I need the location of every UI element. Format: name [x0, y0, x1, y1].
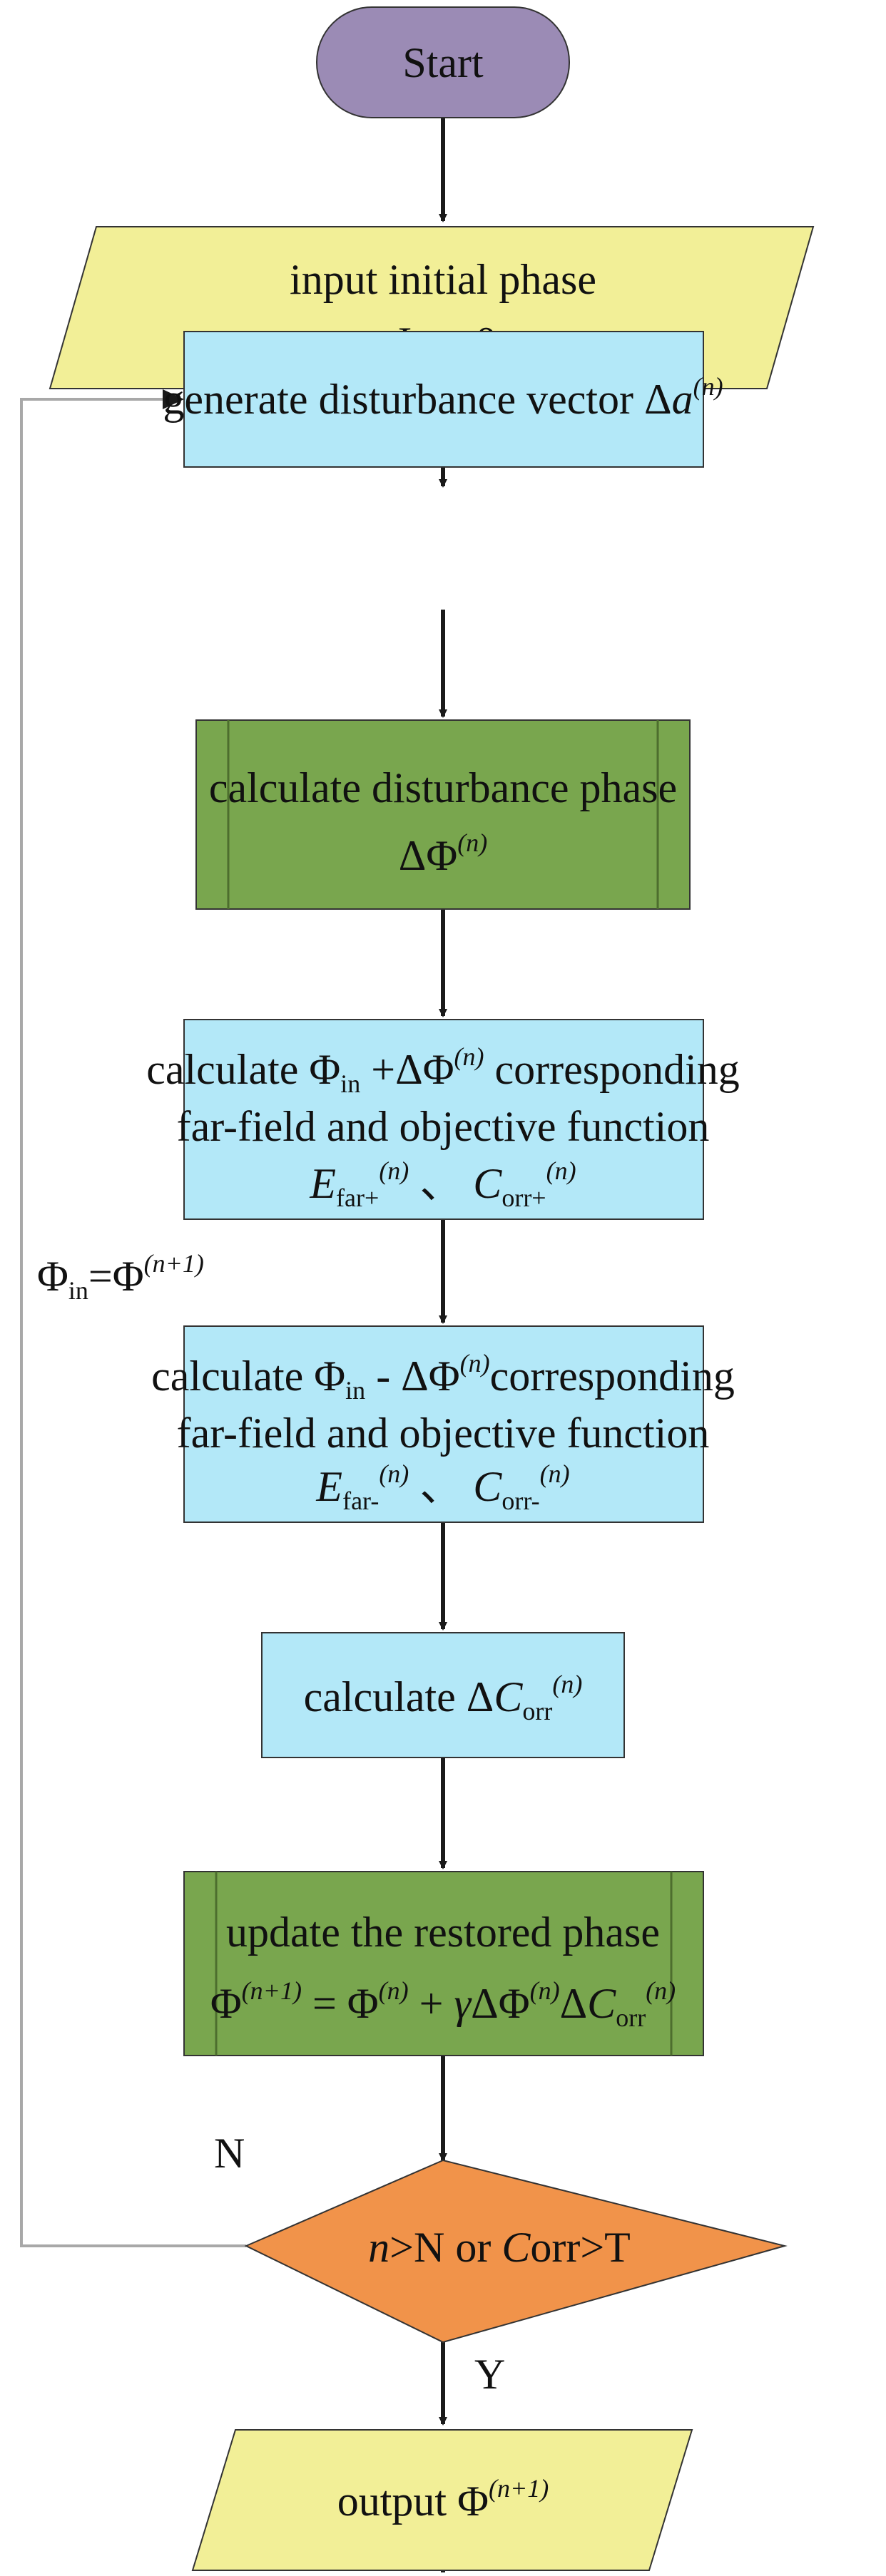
- calc-plus-e-sub: far+: [336, 1184, 379, 1212]
- update-a: Φ: [210, 1980, 242, 2027]
- update-d: ΔΦ: [471, 1980, 529, 2027]
- feedback-loop: [20, 398, 246, 2247]
- calc-dc-var: C: [494, 1673, 523, 1720]
- feedback-sub: in: [68, 1276, 88, 1305]
- decision-a: >N or: [389, 2224, 501, 2271]
- update-b: = Φ: [302, 1980, 379, 2027]
- decision-b: orr>T: [530, 2224, 630, 2271]
- generate-var: a: [672, 376, 693, 423]
- calc-minus-e-sup: (n): [379, 1459, 409, 1488]
- generate-node: generate disturbance vector Δa(n): [163, 331, 723, 468]
- generate-text: generate disturbance vector Δa(n): [163, 372, 723, 423]
- decision-n: n: [368, 2224, 389, 2271]
- update-line2: Φ(n+1) = Φ(n) + γΔΦ(n)ΔCorr(n): [210, 1976, 676, 2032]
- update-e: Δ: [560, 1980, 588, 2027]
- calc-minus-shape: [183, 1325, 704, 1523]
- calc-plus-l1-sub: in: [340, 1069, 360, 1098]
- update-f: C: [587, 1980, 616, 2027]
- calc-dc-label: calculate Δ: [304, 1673, 494, 1720]
- output-shape: [191, 2429, 693, 2571]
- update-c: +: [409, 1980, 454, 2027]
- update-a-sup: (n+1): [242, 1976, 302, 2005]
- calc-minus-line1: calculate Φin - ΔΦ(n)corresponding: [151, 1349, 735, 1405]
- decision-text: n>N or Corr>T: [368, 2224, 631, 2271]
- start-shape: [316, 6, 570, 118]
- calc-phase-line2: ΔΦ(n): [399, 828, 487, 879]
- calc-phase-node: calculate disturbance phase ΔΦ(n): [195, 719, 691, 910]
- calc-plus-sep: 、: [409, 1160, 473, 1207]
- feedback-phi: Φ: [37, 1253, 68, 1300]
- calc-dc-sub: orr: [522, 1697, 552, 1725]
- calc-dc-node: calculate ΔCorr(n): [261, 1632, 625, 1758]
- calc-dc-shape: [261, 1632, 625, 1758]
- output-text: output Φ(n+1): [337, 2474, 549, 2525]
- calc-minus-c-sub: orr-: [501, 1487, 539, 1515]
- calc-minus-e: E: [315, 1463, 342, 1510]
- calc-plus-l1a: calculate Φ: [146, 1046, 340, 1093]
- calc-plus-e-sup: (n): [379, 1156, 409, 1185]
- calc-plus-l1b: +ΔΦ: [360, 1046, 454, 1093]
- calc-plus-node: calculate Φin +ΔΦ(n) corresponding far-f…: [146, 1019, 740, 1220]
- update-d-sup: (n): [530, 1976, 560, 2005]
- calc-plus-e: E: [309, 1160, 336, 1207]
- calc-minus-c: C: [473, 1463, 502, 1510]
- update-node: update the restored phase Φ(n+1) = Φ(n) …: [183, 1871, 704, 2056]
- calc-plus-shape: [183, 1019, 704, 1220]
- calc-phase-base: ΔΦ: [399, 832, 457, 879]
- calc-minus-c-sup: (n): [540, 1459, 570, 1488]
- calc-plus-c-sup: (n): [546, 1156, 576, 1185]
- feedback-line: [20, 398, 246, 2247]
- input-line1: input initial phase: [290, 256, 596, 303]
- calc-plus-line1: calculate Φin +ΔΦ(n) corresponding: [146, 1042, 740, 1098]
- output-node: output Φ(n+1): [191, 2429, 693, 2571]
- calc-minus-l1a: calculate Φ: [151, 1353, 345, 1400]
- calc-plus-c: C: [473, 1160, 502, 1207]
- generate-panel: [183, 331, 704, 468]
- calc-plus-line3: Efar+(n) 、 Corr+(n): [309, 1156, 576, 1212]
- update-f-sup: (n): [646, 1976, 676, 2005]
- calc-dc-text: calculate ΔCorr(n): [304, 1670, 583, 1725]
- update-b-sup: (n): [379, 1976, 409, 2005]
- calc-minus-line3: Efar-(n) 、 Corr-(n): [315, 1459, 569, 1515]
- start-label: Start: [402, 39, 484, 86]
- update-shape: [183, 1871, 704, 2056]
- calc-plus-line2: far-field and objective function: [177, 1103, 710, 1150]
- feedback-label: Φin=Φ(n+1): [37, 1249, 204, 1305]
- calc-phase-sup: (n): [457, 828, 487, 857]
- feedback-sup: (n+1): [144, 1249, 204, 1278]
- calc-minus-node: calculate Φin - ΔΦ(n)corresponding far-f…: [151, 1325, 735, 1523]
- no-label: N: [214, 2130, 245, 2177]
- output-sup: (n+1): [489, 2474, 549, 2503]
- calc-minus-l1-sub: in: [345, 1376, 365, 1405]
- start-node: Start: [316, 6, 570, 118]
- calc-minus-line2: far-field and objective function: [177, 1410, 710, 1457]
- feedback-arrowhead: [163, 389, 184, 409]
- update-line1: update the restored phase: [226, 1909, 660, 1956]
- calc-minus-l1-sup: (n): [460, 1349, 490, 1377]
- calc-plus-c-sub: orr+: [501, 1184, 546, 1212]
- calc-minus-l1b: - ΔΦ: [365, 1353, 459, 1400]
- calc-plus-l1-sup: (n): [454, 1042, 484, 1071]
- update-gamma: γ: [454, 1980, 472, 2027]
- decision-node: n>N or Corr>T: [244, 2159, 788, 2344]
- calc-phase-line1: calculate disturbance phase: [209, 764, 677, 811]
- output-label: output Φ: [337, 2478, 489, 2525]
- decision-c: C: [501, 2224, 531, 2271]
- yes-label: Y: [474, 2351, 505, 2398]
- calc-minus-sep: 、: [409, 1463, 473, 1510]
- decision-shape: [244, 2159, 788, 2344]
- generate-sup: (n): [693, 372, 723, 401]
- update-f-sub: orr: [616, 2003, 646, 2032]
- calc-plus-l1c: corresponding: [484, 1046, 740, 1093]
- calc-minus-l1c: corresponding: [490, 1353, 735, 1400]
- calc-phase-shape: [195, 719, 691, 910]
- calc-minus-e-sub: far-: [342, 1487, 379, 1515]
- generate-label: generate disturbance vector Δ: [163, 376, 671, 423]
- feedback-eq: =Φ: [88, 1253, 144, 1300]
- calc-dc-sup: (n): [552, 1670, 582, 1698]
